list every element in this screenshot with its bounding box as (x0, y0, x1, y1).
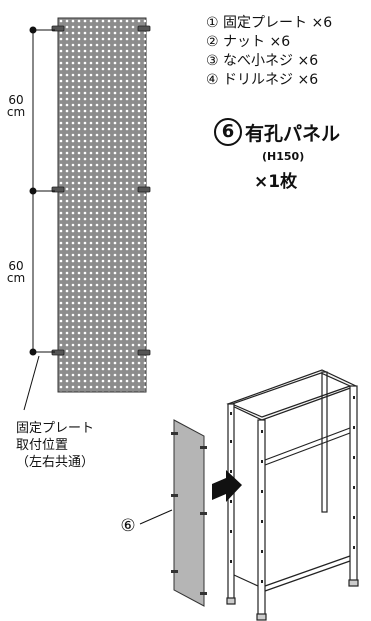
parts-list: ① 固定プレート ×6 ② ナット ×6 ③ なべ小ネジ ×6 ④ ドリルネジ … (206, 14, 371, 90)
attach-arrow (212, 470, 242, 502)
post-holes (230, 396, 355, 583)
callout-leader-line (139, 509, 173, 525)
dimension-line (29, 26, 55, 356)
panel-size: (H150) (262, 150, 305, 163)
part-item: ④ ドリルネジ ×6 (206, 72, 319, 88)
shelf-frame (226, 369, 359, 621)
plate-position-note: 固定プレート 取付位置 （左右共通） (16, 421, 95, 470)
part-item: ③ なべ小ネジ ×6 (206, 53, 319, 69)
perforated-panel (57, 17, 147, 393)
panel-number: 6 (214, 118, 242, 146)
panel-quantity: ×1枚 (254, 172, 298, 192)
panel-name: 有孔パネル (245, 122, 341, 145)
panel-callout: ⑥ (120, 516, 136, 536)
note-leader-line (23, 355, 40, 411)
upper-dimension-label: 60 cm (6, 93, 26, 119)
part-item: ① 固定プレート ×6 (206, 15, 333, 31)
side-panel (171, 419, 207, 607)
part-item: ② ナット ×6 (206, 34, 291, 50)
lower-dimension-label: 60 cm (6, 259, 26, 285)
